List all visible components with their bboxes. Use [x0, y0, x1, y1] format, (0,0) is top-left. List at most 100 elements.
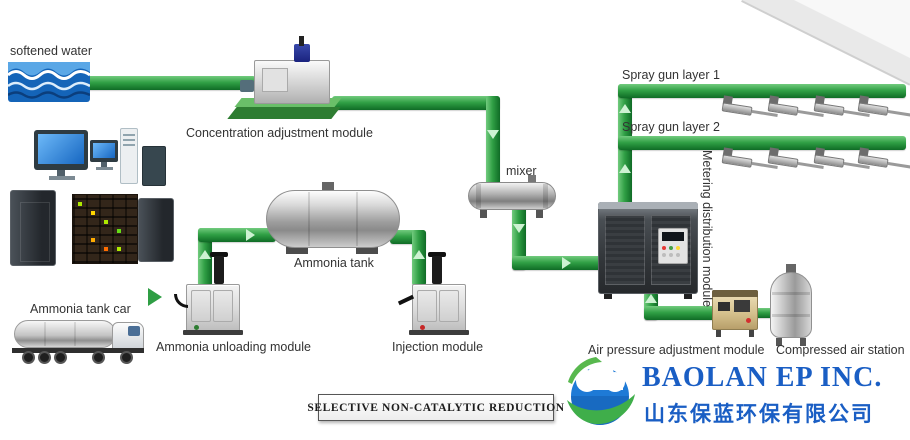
motor: [294, 44, 310, 62]
flow-arrow-right-icon: [246, 229, 255, 241]
spray-gun-lance: [887, 161, 910, 169]
monitor-base: [96, 167, 113, 170]
tank-seam: [356, 192, 358, 246]
company-logo: BAOLAN EP INC. 山东保蓝环保有限公司: [558, 354, 908, 438]
cabinet-base: [409, 330, 469, 335]
server-rack: [138, 198, 174, 262]
pipe-airstation-to-module: [754, 308, 774, 318]
ammonia-tank-car-graphic: [12, 318, 146, 366]
tank-leg: [776, 338, 782, 346]
metering-module-graphic: [598, 202, 698, 302]
company-name-cn: 山东保蓝环保有限公司: [644, 403, 874, 426]
panel-button: [662, 253, 666, 257]
flow-arrow-up-icon: [645, 294, 657, 303]
spray-gun-layer1-label: Spray gun layer 1: [622, 68, 720, 82]
pipe-into-mixer: [486, 96, 500, 186]
air-tank-vessel: [770, 272, 812, 338]
pc-tower: [120, 128, 138, 184]
mixer-graphic: [466, 172, 562, 222]
cab-window: [128, 326, 140, 336]
ammonia-tank-label: Ammonia tank: [294, 256, 374, 270]
mixer-band: [543, 184, 548, 208]
monitor-stand: [57, 170, 65, 176]
cabinet-door: [417, 290, 437, 322]
trailer-seam: [44, 322, 46, 346]
truck-to-unloading-arrow-icon: [148, 288, 162, 306]
pipe-mixer-to-metering: [512, 256, 608, 270]
spray-gun-body: [767, 154, 799, 168]
mixer-leg: [536, 208, 543, 218]
globe-logo-icon: [567, 357, 635, 425]
mixer-leg: [480, 208, 487, 218]
valve-riser: [432, 256, 442, 284]
air-pressure-module-graphic: [710, 288, 762, 340]
cabinet-base: [183, 330, 243, 335]
cabinet-door: [439, 290, 459, 322]
truck-wheel: [120, 351, 133, 364]
flow-arrow-up-icon: [199, 250, 211, 259]
cabinet-door: [213, 290, 233, 322]
tank-leg: [800, 338, 806, 346]
injection-module-label: Injection module: [392, 340, 484, 354]
cabinet-door: [605, 215, 645, 285]
air-pressure-module-label: Air pressure adjustment module: [588, 343, 765, 357]
pipe-concentration-out: [332, 96, 500, 110]
gauge-block: [718, 302, 730, 311]
tower-vent: [123, 134, 135, 136]
machine-panel: [262, 68, 288, 92]
module-leg: [749, 330, 754, 337]
wave-line-1: [7, 70, 91, 80]
spray-gun-body: [813, 102, 845, 116]
truck-wheel: [38, 351, 51, 364]
cabinet-door: [191, 290, 211, 322]
spray-gun-body: [767, 102, 799, 116]
regulator-block: [734, 300, 750, 312]
panel-display: [662, 232, 684, 241]
flow-arrow-down-icon: [487, 130, 499, 139]
ammonia-tank-car-label: Ammonia tank car: [30, 302, 131, 316]
status-light: [420, 325, 425, 330]
water-waves-icon: [7, 62, 91, 102]
spray-gun-body: [721, 154, 753, 168]
flow-arrow-right-icon: [562, 257, 571, 269]
mixer-label: mixer: [506, 164, 537, 178]
flow-arrow-up-icon: [619, 164, 631, 173]
module-cap: [712, 290, 758, 297]
server-tower: [142, 146, 166, 186]
spray-gun-body: [813, 154, 845, 168]
server-rack-modules: [72, 194, 138, 264]
rack-door: [20, 202, 50, 262]
trailer-tank: [14, 320, 116, 348]
truck-wheel: [22, 351, 35, 364]
trailer-seam: [74, 322, 76, 346]
pipe-unloading-to-tank: [198, 228, 276, 242]
control-computers-graphic: [28, 124, 172, 188]
green-arc: [568, 357, 602, 384]
pipe-air-to-metering: [644, 306, 724, 320]
spray-gun-layer2-label: Spray gun layer 2: [622, 120, 720, 134]
unloading-hose: [174, 294, 188, 308]
concentration-module-graphic: [227, 36, 344, 124]
server-racks-graphic: [6, 184, 176, 266]
tank-seam: [308, 192, 310, 246]
flow-arrow-up-icon: [619, 104, 631, 113]
cabinet-foot: [604, 294, 612, 299]
tower-vent: [123, 139, 135, 141]
concentration-module-label: Concentration adjustment module: [186, 126, 373, 140]
spray-gun-body: [721, 102, 753, 116]
truck-chassis: [12, 348, 144, 353]
mixer-vessel: [468, 182, 556, 210]
green-swoosh: [567, 394, 635, 425]
mixer-band: [476, 184, 481, 208]
server-rack: [10, 190, 56, 266]
sncr-banner-text: SELECTIVE NON-CATALYTIC REDUCTION: [307, 401, 565, 414]
water-surface: [8, 62, 90, 76]
status-light: [194, 325, 199, 330]
tower-vent: [123, 144, 135, 146]
monitor-screen: [93, 143, 115, 158]
panel-button: [669, 246, 673, 250]
unloading-module-graphic: [174, 250, 246, 340]
cabinet-foot: [684, 294, 692, 299]
softened-water-graphic: [7, 62, 91, 107]
